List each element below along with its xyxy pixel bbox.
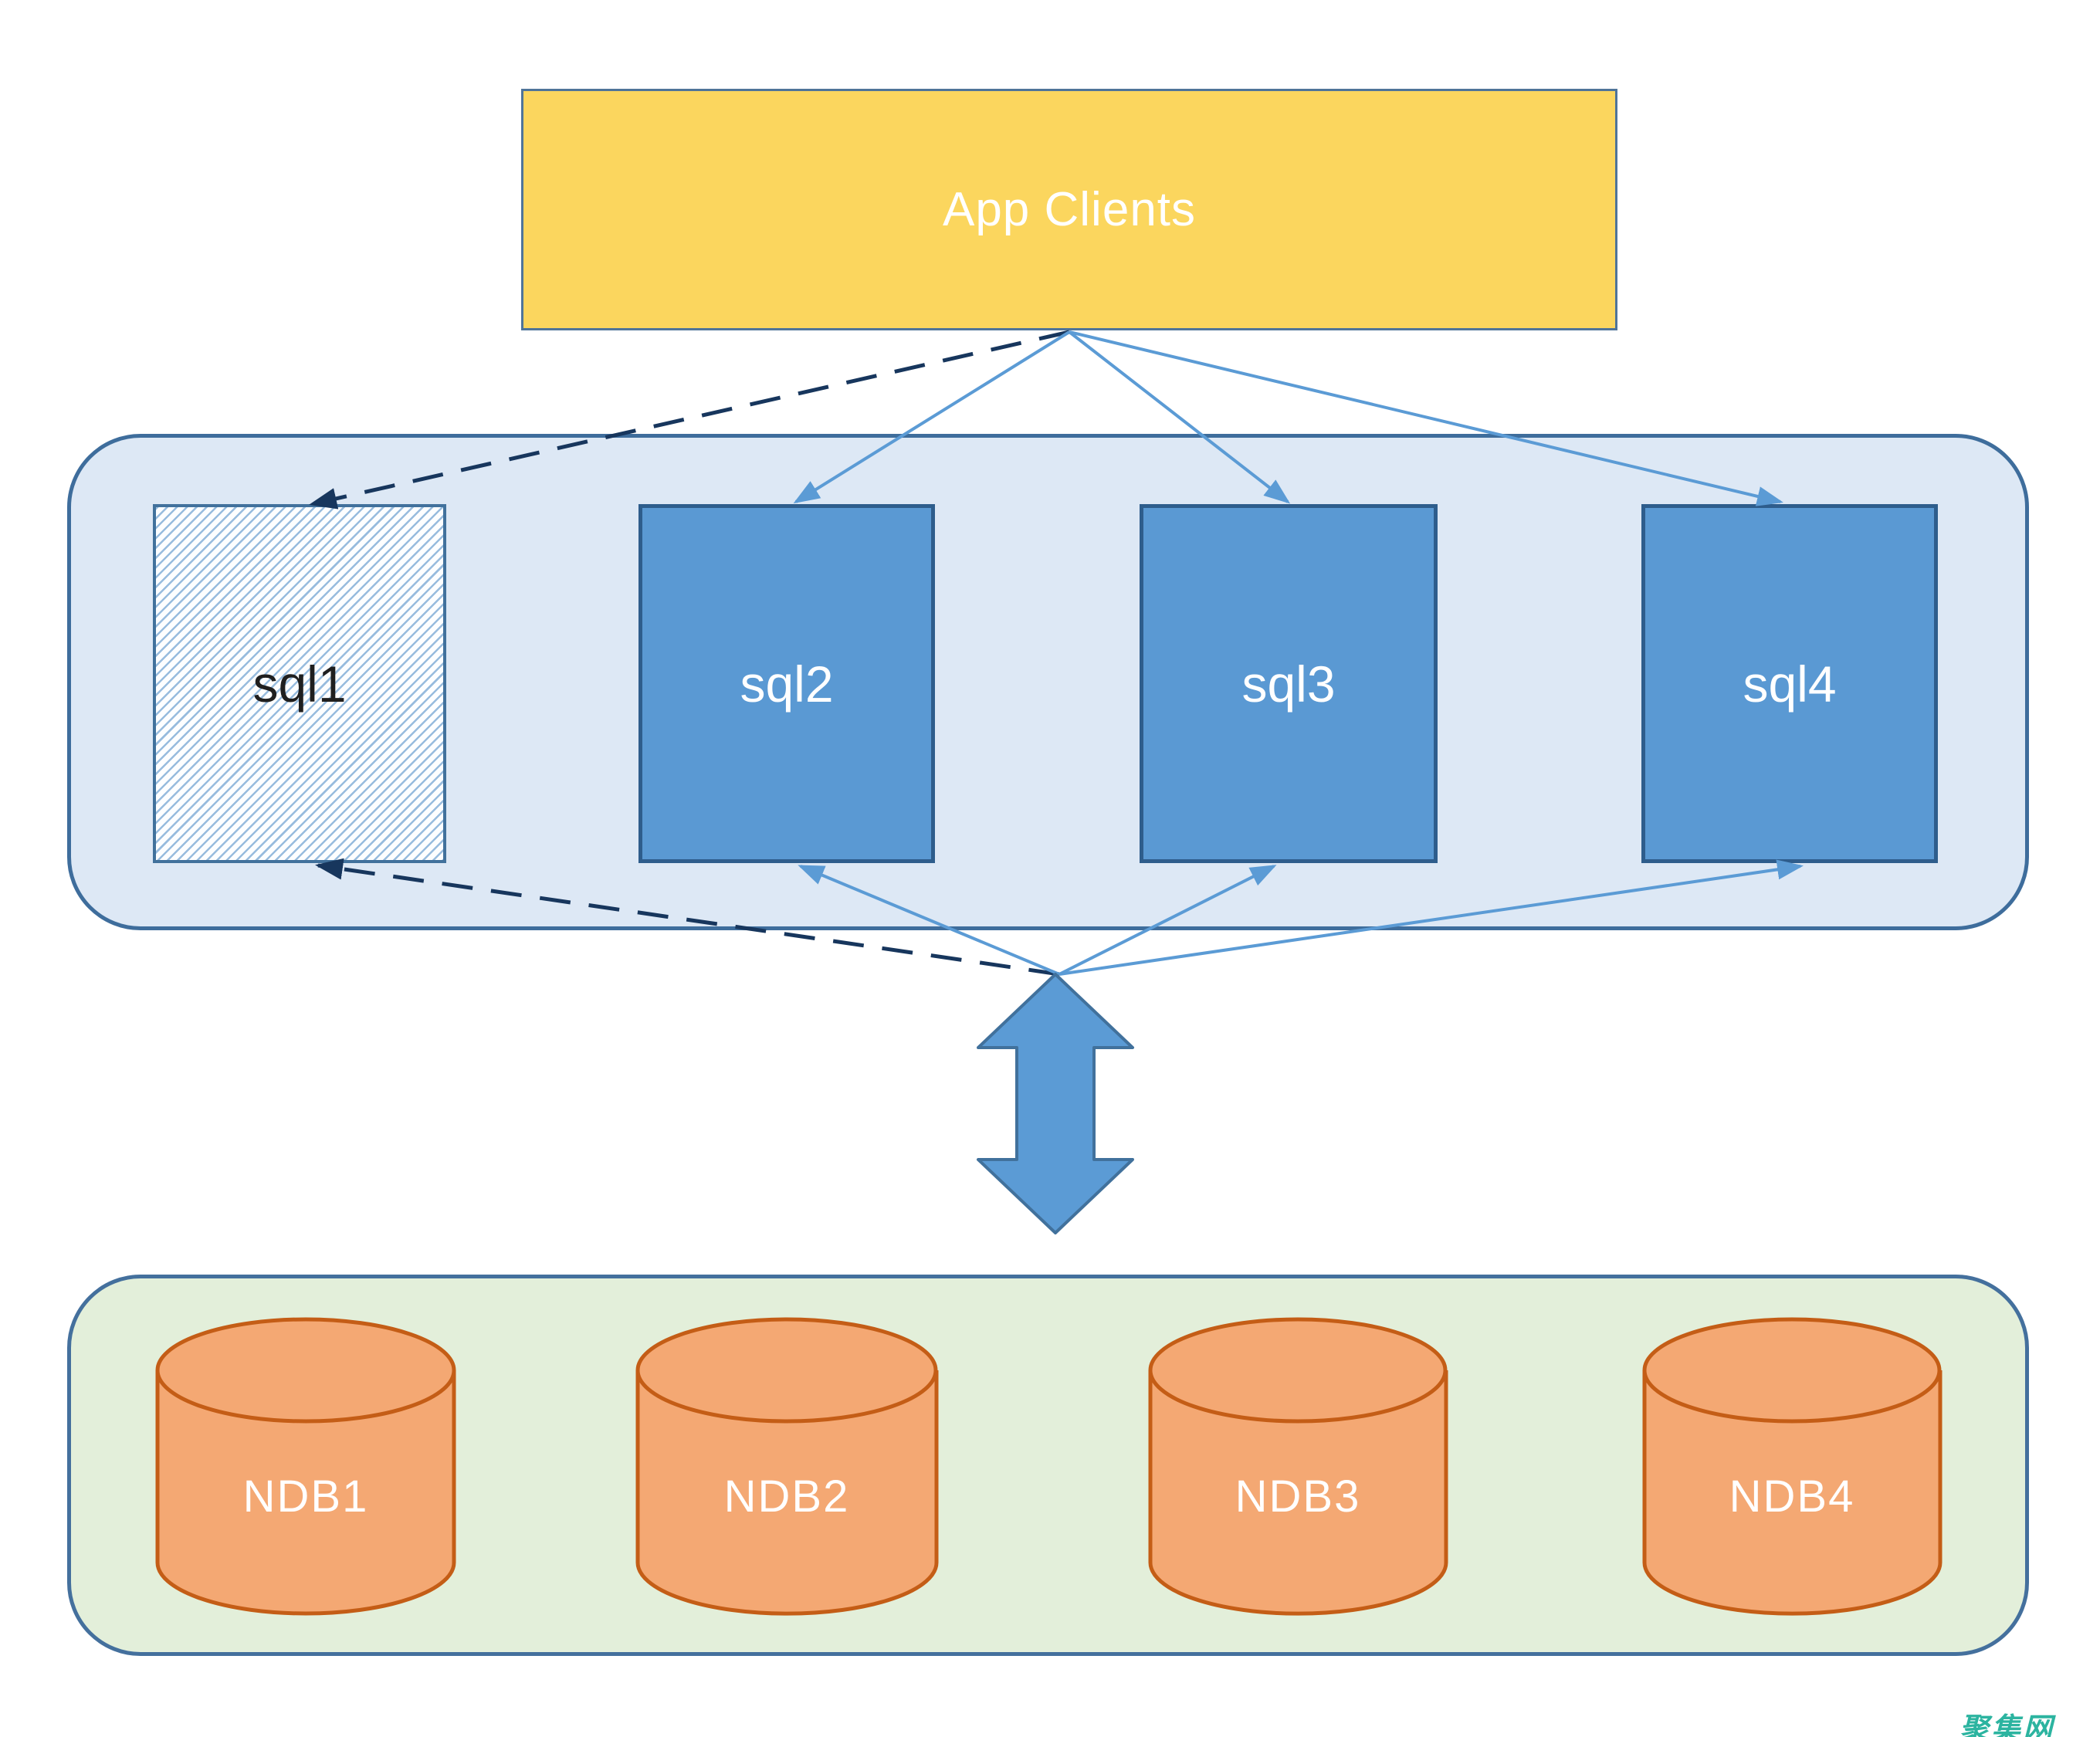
node-sql1-label: sql1 [252,655,347,713]
node-ndb4-label: NDB4 [1729,1471,1855,1522]
app-clients-box: App Clients [521,89,1617,330]
node-sql2-label: sql2 [740,655,834,713]
app-clients-label: App Clients [942,183,1197,236]
node-ndb1-label: NDB1 [242,1471,369,1522]
node-sql1: sql1 [153,504,446,863]
node-sql4: sql4 [1641,504,1938,863]
node-sql3: sql3 [1140,504,1438,863]
double-arrow-icon [977,973,1134,1234]
node-ndb3-label: NDB3 [1235,1471,1361,1522]
node-ndb2-label: NDB2 [723,1471,850,1522]
watermark-text: 聚集网 [1959,1713,2055,1737]
node-sql4-label: sql4 [1743,655,1837,713]
node-sql3-label: sql3 [1241,655,1336,713]
data-tier-container [67,1275,2029,1656]
node-sql2: sql2 [638,504,935,863]
